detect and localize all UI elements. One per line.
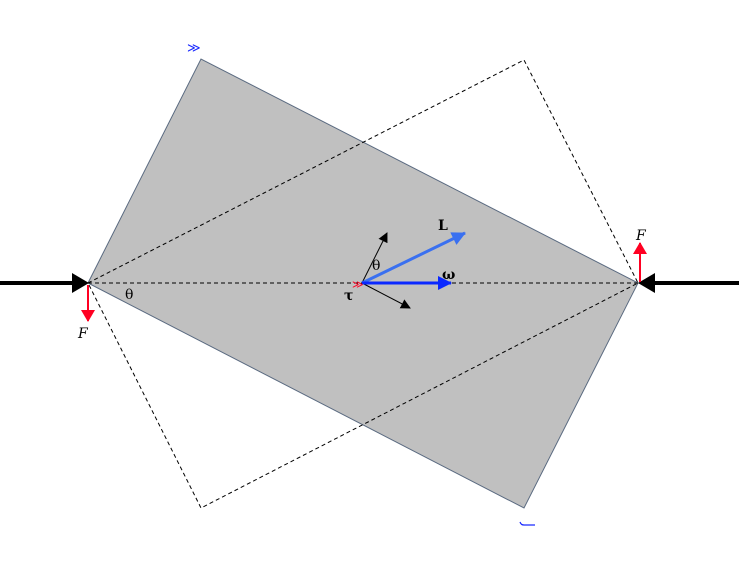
force-left-label: F xyxy=(77,326,89,342)
angular-momentum-label: L xyxy=(438,218,448,234)
right-bearing-arrowhead xyxy=(638,273,655,293)
body-axis-down xyxy=(361,282,411,309)
bottom-rotation-marker xyxy=(519,521,535,526)
body-axis-up xyxy=(361,232,388,284)
torque-marker-icon: ≫ xyxy=(352,278,364,291)
angular-velocity-label: ω xyxy=(442,267,455,283)
angle-label-center: θ xyxy=(372,258,380,274)
force-right-label: F xyxy=(635,228,647,244)
angle-label-left: θ xyxy=(125,287,133,303)
angular-momentum-vector xyxy=(361,231,466,285)
left-bearing-arrowhead xyxy=(72,273,89,293)
top-rotation-marker: ≫ xyxy=(187,41,201,56)
torque-label: τ xyxy=(344,288,353,304)
